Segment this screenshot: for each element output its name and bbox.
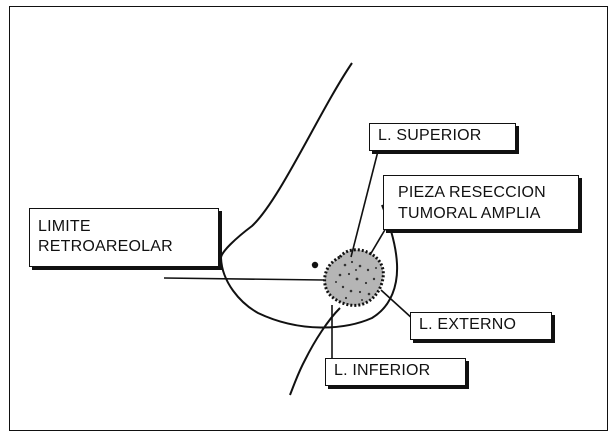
- label-pieza-reseccion: PIEZA RESECCION TUMORAL AMPLIA: [383, 175, 579, 230]
- leader-superior: [351, 151, 378, 257]
- label-externo: L. EXTERNO: [410, 312, 552, 340]
- leader-pieza: [370, 228, 386, 255]
- label-superior: L. SUPERIOR: [369, 123, 516, 151]
- leader-limite: [164, 278, 324, 280]
- label-limite-retroareolar: LIMITE RETROAREOLAR: [29, 208, 219, 267]
- tumor-mass: [325, 250, 384, 306]
- orientation-dot: [312, 262, 318, 268]
- label-inferior: L. INFERIOR: [325, 358, 466, 386]
